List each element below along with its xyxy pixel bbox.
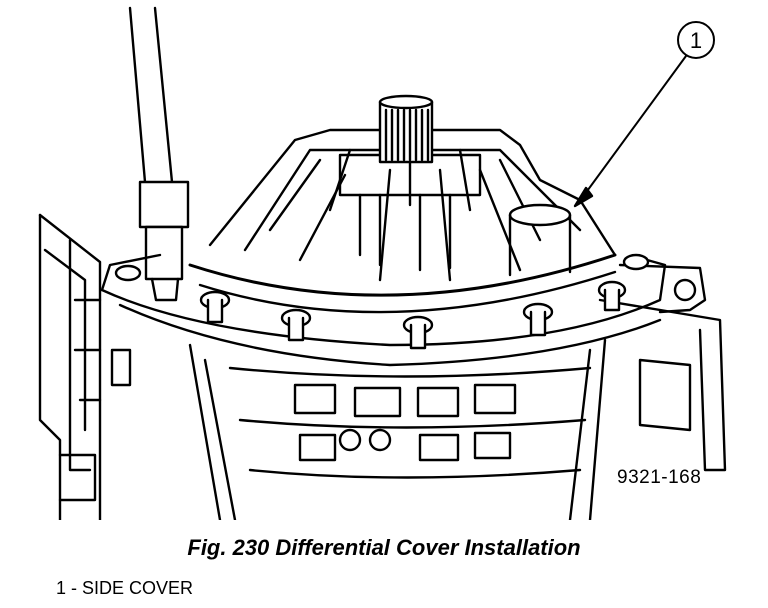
differential-cover-illustration: 1 bbox=[38, 6, 727, 520]
extension-tool bbox=[128, 6, 190, 302]
side-cover bbox=[188, 128, 617, 314]
case-flange bbox=[100, 253, 707, 367]
callout-circle bbox=[677, 21, 715, 59]
figure-caption: Fig. 230 Differential Cover Installation bbox=[187, 535, 581, 560]
figure-code: 9321-168 bbox=[617, 467, 702, 488]
legend-item-1: 1 - SIDE COVER bbox=[56, 578, 194, 598]
callout-leader-line bbox=[581, 55, 687, 199]
case-body bbox=[188, 298, 727, 520]
transmission-case-left bbox=[38, 213, 132, 520]
callout-arrowhead bbox=[573, 186, 594, 208]
callout-number: 1 bbox=[690, 28, 702, 53]
output-shaft bbox=[378, 94, 434, 164]
cover-bolts bbox=[114, 253, 650, 350]
